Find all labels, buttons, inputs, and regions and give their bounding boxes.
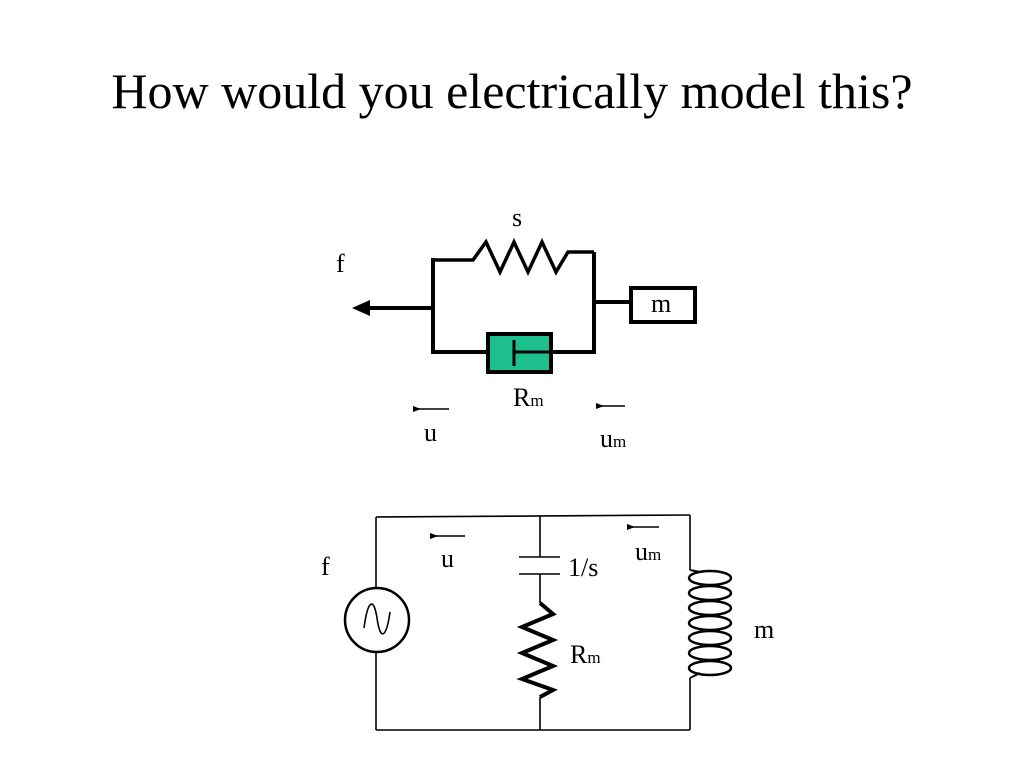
force-label: f <box>336 249 345 278</box>
damper-label: Rm <box>513 383 544 412</box>
inductor-coil-loop <box>687 644 733 662</box>
current-left-label: u <box>441 544 454 573</box>
damper <box>486 332 553 374</box>
velocity-left-label: u <box>424 418 437 447</box>
electrical-circuit: f u 1/s Rm um m <box>321 514 774 731</box>
inductor-coil-loop <box>687 614 733 632</box>
inductor-coil-loop <box>687 659 733 677</box>
mechanical-diagram: s f m Rm u um <box>336 203 697 453</box>
inductor-coil-loop <box>687 599 733 617</box>
spring <box>433 237 594 277</box>
mass-block <box>629 286 697 324</box>
inductor-coil-loop <box>687 584 733 602</box>
velocity-right-label: um <box>600 424 626 453</box>
source-label: f <box>321 552 330 581</box>
inductor <box>687 569 733 679</box>
spring-label: s <box>512 203 522 232</box>
ac-source <box>343 586 411 654</box>
inductor-lead <box>689 672 701 679</box>
top-wire <box>375 514 691 518</box>
inductor-coil-loop <box>687 629 733 647</box>
current-right-label: um <box>635 537 661 566</box>
force-arrowhead <box>352 300 370 316</box>
inductor-coil-loop <box>687 569 733 587</box>
inductor-label: m <box>754 615 774 644</box>
resistor-label: Rm <box>570 640 601 669</box>
capacitor-label: 1/s <box>568 553 598 582</box>
resistor <box>516 601 559 699</box>
mass-label: m <box>651 289 671 318</box>
sine-wave-icon <box>363 603 391 635</box>
slide-title: How would you electrically model this? <box>111 63 913 119</box>
inductor-lead <box>689 569 701 573</box>
